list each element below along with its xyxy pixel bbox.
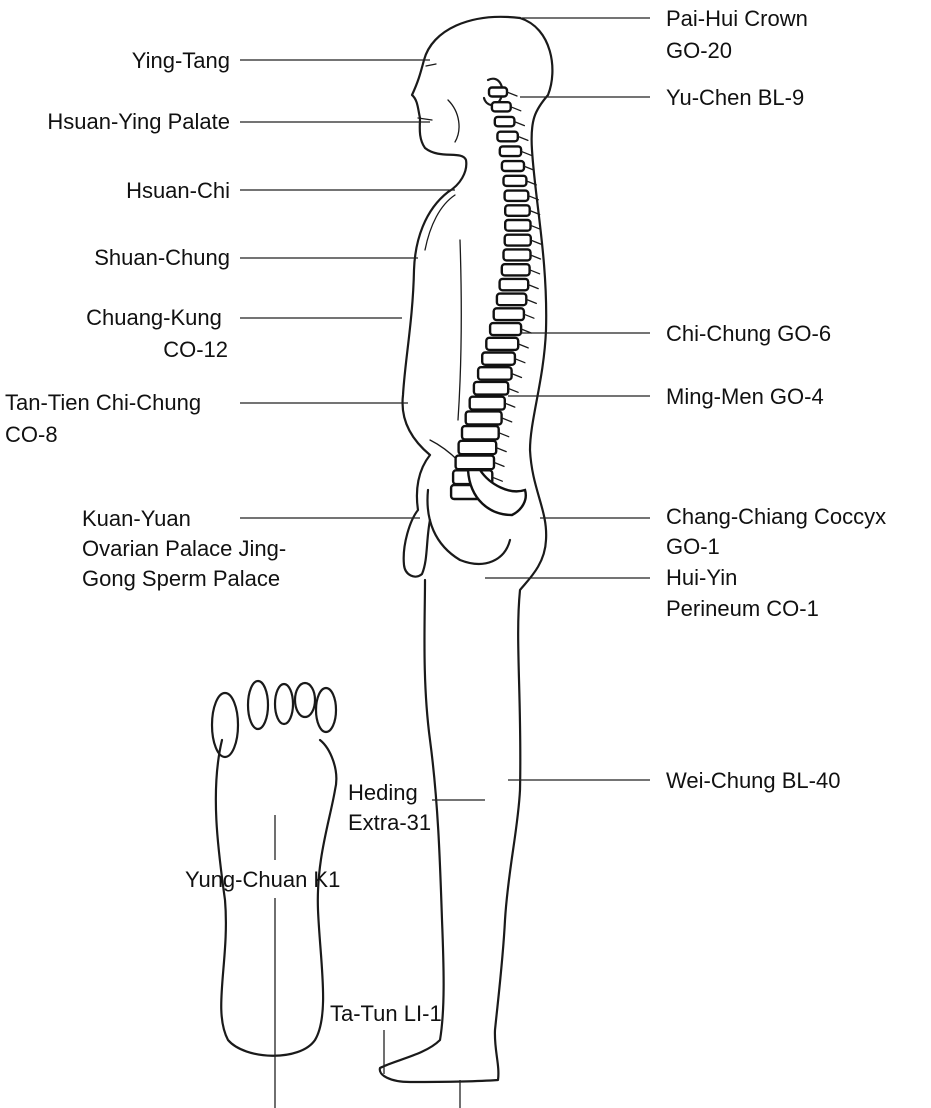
vertebra-process	[518, 344, 528, 348]
vertebra-process	[515, 359, 525, 363]
vertebra-process	[499, 433, 509, 437]
label-ta-tun: Ta-Tun LI-1	[330, 1001, 442, 1026]
vertebra-process	[526, 299, 536, 303]
vertebra-process	[511, 107, 521, 111]
vertebra	[492, 102, 511, 111]
label-yung-chuan: Yung-Chuan K1	[185, 867, 340, 892]
leader-lines	[240, 18, 650, 1108]
labels-lower: Heding Extra-31 Yung-Chuan K1 Ta-Tun LI-…	[185, 780, 442, 1026]
label-ming-men: Ming-Men GO-4	[666, 384, 824, 409]
vertebra	[502, 161, 524, 171]
vertebra-process	[494, 462, 504, 466]
chest-line	[425, 195, 455, 250]
arm-line	[458, 240, 461, 420]
vertebra	[456, 456, 494, 470]
vertebra	[502, 264, 530, 275]
vertebra	[504, 249, 531, 260]
vertebra	[470, 397, 505, 410]
label-hsuan-ying: Hsuan-Ying Palate	[47, 109, 230, 134]
label-chuang-kung: Chuang-Kung CO-12	[86, 305, 228, 362]
vertebra	[495, 117, 515, 126]
eye	[426, 64, 436, 66]
vertebra	[505, 235, 531, 246]
vertebra-process	[507, 92, 517, 96]
label-ying-tang: Ying-Tang	[132, 48, 230, 73]
label-wei-chung: Wei-Chung BL-40	[666, 768, 840, 793]
sole-outline	[216, 740, 336, 1056]
vertebra-process	[505, 403, 515, 407]
vertebra-process	[531, 240, 541, 244]
spine	[451, 88, 541, 516]
vertebra-process	[530, 270, 540, 274]
vertebra	[474, 382, 508, 395]
vertebra	[500, 146, 521, 156]
labels-left: Ying-Tang Hsuan-Ying Palate Hsuan-Chi Sh…	[5, 48, 292, 591]
big-toe	[212, 693, 238, 757]
vertebra	[489, 88, 507, 97]
vertebra	[486, 338, 518, 350]
vertebra-process	[528, 285, 538, 289]
vertebra	[497, 132, 517, 142]
vertebra	[505, 205, 530, 216]
vertebra-process	[531, 255, 541, 259]
label-shuan-chung: Shuan-Chung	[94, 245, 230, 270]
label-hsuan-chi: Hsuan-Chi	[126, 178, 230, 203]
jaw-line	[448, 100, 459, 142]
vertebra-process	[512, 374, 522, 378]
vertebra	[497, 294, 526, 306]
vertebra-process	[518, 136, 528, 140]
vertebra-process	[496, 448, 506, 452]
vertebra-process	[508, 388, 518, 392]
vertebra	[505, 220, 530, 231]
vertebra-process	[492, 477, 502, 481]
vertebra-process	[502, 418, 512, 422]
label-tan-tien: Tan-Tien Chi-Chung CO-8	[5, 390, 207, 447]
label-chang-chiang: Chang-Chiang Coccyx GO-1	[666, 504, 892, 559]
vertebra	[459, 441, 497, 454]
vertebra	[466, 411, 502, 424]
labels-right: Pai-Hui Crown GO-20 Yu-Chen BL-9 Chi-Chu…	[666, 6, 892, 793]
vertebra	[500, 279, 529, 290]
vertebra-process	[521, 151, 531, 155]
vertebra	[462, 426, 499, 439]
label-yu-chen: Yu-Chen BL-9	[666, 85, 804, 110]
vertebra	[490, 323, 521, 335]
toe-5	[316, 688, 336, 732]
toe-2	[248, 681, 268, 729]
toe-3	[275, 684, 293, 724]
vertebra-process	[514, 122, 524, 126]
label-kuan-yuan: Kuan-Yuan Ovarian Palace Jing- Gong Sper…	[82, 506, 292, 591]
vertebra	[494, 308, 524, 320]
vertebra	[482, 353, 515, 365]
label-pai-hui: Pai-Hui Crown GO-20	[666, 6, 814, 63]
vertebra	[478, 367, 512, 380]
label-chi-chung: Chi-Chung GO-6	[666, 321, 831, 346]
label-hui-yin: Hui-Yin Perineum CO-1	[666, 565, 819, 621]
label-heding: Heding Extra-31	[348, 780, 431, 835]
vertebra	[504, 176, 527, 186]
toe-4	[295, 683, 315, 717]
vertebra	[505, 191, 529, 201]
vertebra-process	[524, 314, 534, 318]
sacrum	[468, 470, 526, 515]
